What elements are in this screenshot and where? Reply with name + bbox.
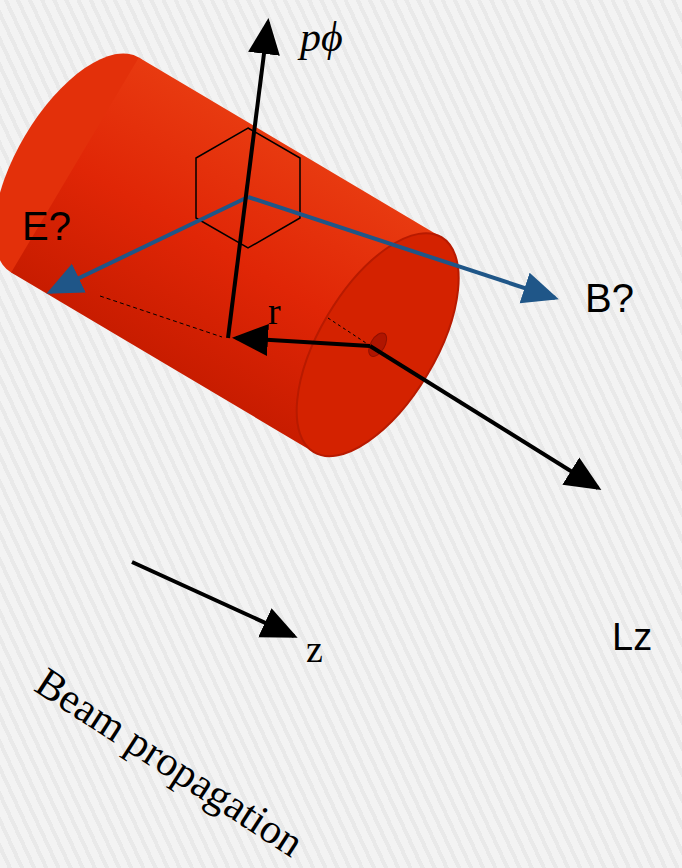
- propagation-arrow: [132, 562, 294, 636]
- dashed-guide: [100, 296, 222, 337]
- field-label: E?: [22, 206, 71, 246]
- angular-momentum-label: Lz: [612, 618, 652, 656]
- momentum-label: pϕ: [300, 16, 343, 58]
- axis-label: z: [306, 630, 323, 668]
- angular-momentum-arrow: [370, 346, 598, 488]
- field-label: B?: [585, 278, 634, 318]
- b-field-arrow: [248, 197, 555, 298]
- e-field-arrow: [50, 197, 248, 292]
- caption-label: Beam propagation: [29, 660, 311, 864]
- momentum-arrow: [228, 22, 268, 338]
- radius-label: r: [268, 292, 281, 330]
- dashed-guide: [328, 318, 366, 343]
- radius-arrow: [236, 338, 370, 346]
